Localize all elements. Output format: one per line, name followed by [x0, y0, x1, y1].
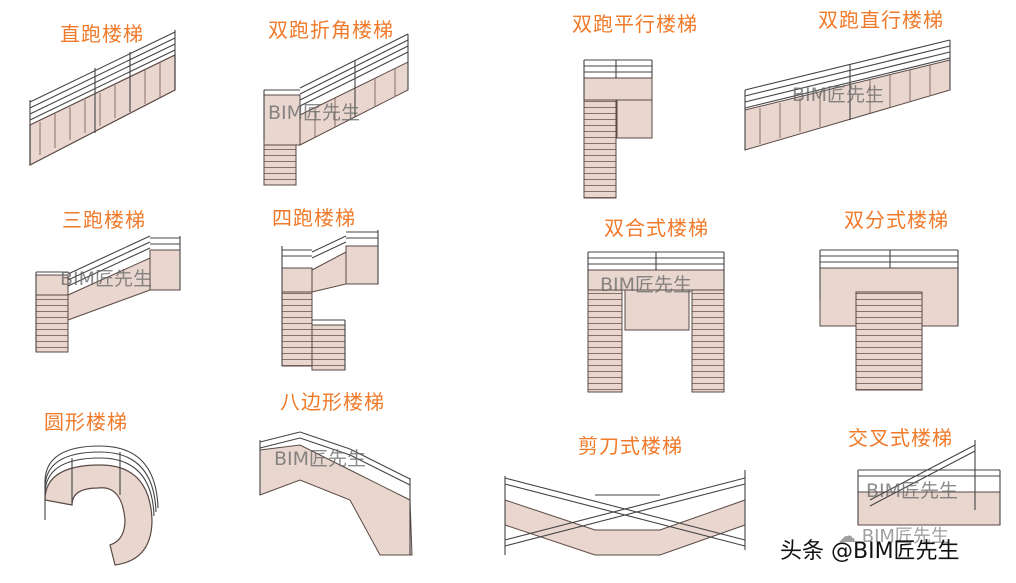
drawing-double-merge-stair	[587, 251, 725, 393]
drawing-two-flight-parallel-stair	[583, 59, 653, 199]
label-straight-stair: 直跑楼梯	[60, 22, 144, 46]
watermark: BIM匠先生	[861, 526, 949, 547]
watermark: BIM匠先生	[792, 84, 885, 106]
label-two-flight-corner-stair: 双跑折角楼梯	[268, 18, 394, 42]
label-two-flight-parallel-stair: 双跑平行楼梯	[572, 12, 698, 36]
label-cross-stair: 交叉式楼梯	[848, 426, 953, 450]
drawing-octagonal-stair	[259, 431, 413, 556]
label-double-merge-stair: 双合式楼梯	[604, 216, 709, 240]
watermark: BIM匠先生	[274, 448, 367, 470]
label-three-flight-stair: 三跑楼梯	[62, 208, 146, 232]
drawing-straight-stair	[29, 30, 176, 166]
watermark: BIM匠先生	[600, 274, 693, 296]
label-two-flight-straight-stair: 双跑直行楼梯	[818, 8, 944, 32]
label-double-split-stair: 双分式楼梯	[844, 208, 949, 232]
drawing-three-flight-stair	[35, 235, 181, 353]
label-four-flight-stair: 四跑楼梯	[272, 206, 356, 230]
drawing-four-flight-stair	[281, 230, 379, 371]
drawing-circular-stair	[44, 445, 159, 566]
wechat-icon: ☁ BIM匠先生	[838, 526, 949, 547]
drawing-scissor-stair	[504, 470, 746, 556]
watermark: BIM匠先生	[866, 480, 959, 502]
footer-credit: 头条 @BIM匠先生	[780, 539, 960, 564]
label-scissor-stair: 剪刀式楼梯	[578, 434, 683, 458]
drawing-two-flight-corner-stair	[263, 33, 409, 186]
drawing-two-flight-straight-stair	[744, 39, 951, 151]
label-octagonal-stair: 八边形楼梯	[280, 390, 385, 414]
label-circular-stair: 圆形楼梯	[44, 410, 128, 434]
drawing-double-split-stair	[819, 249, 959, 391]
watermark: BIM匠先生	[60, 268, 153, 290]
watermark: BIM匠先生	[268, 102, 361, 124]
drawing-cross-stair	[857, 440, 1001, 526]
